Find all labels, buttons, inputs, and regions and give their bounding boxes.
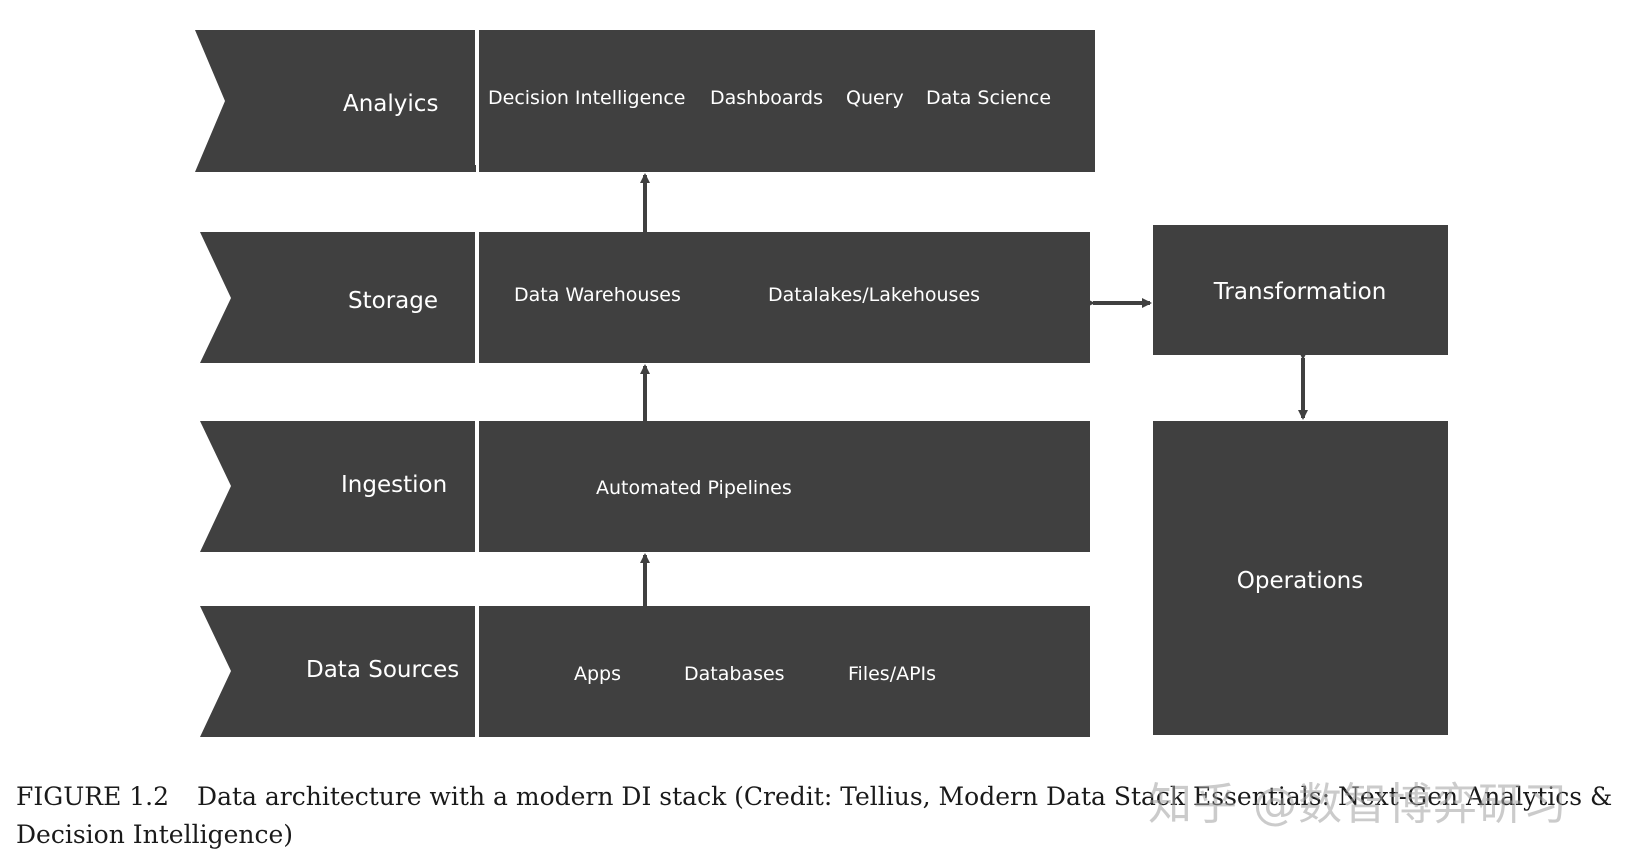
layer-ingestion-chevron — [200, 421, 476, 552]
layer-data-sources: Data Sources Apps Databases Files/APIs — [200, 606, 1090, 737]
figure-caption-text: Data architecture with a modern DI stack… — [16, 782, 1613, 849]
item-data-warehouses: Data Warehouses — [514, 284, 681, 306]
transformation-label: Transformation — [1213, 279, 1387, 305]
layer-storage: Storage Data Warehouses Datalakes/Lakeho… — [200, 232, 1090, 363]
layer-ingestion-box — [479, 421, 1090, 552]
item-automated-pipelines: Automated Pipelines — [596, 477, 792, 499]
item-files-apis: Files/APIs — [848, 663, 936, 685]
layer-ingestion-label: Ingestion — [341, 472, 447, 498]
item-dashboards: Dashboards — [710, 87, 823, 109]
layer-data-sources-divider — [475, 606, 479, 737]
operations-label: Operations — [1237, 568, 1363, 594]
item-decision-intelligence: Decision Intelligence — [488, 87, 685, 109]
figure-number: FIGURE 1.2 — [16, 782, 170, 811]
layer-data-sources-label: Data Sources — [306, 657, 459, 683]
layer-analytics-divider — [475, 30, 479, 165]
item-datalakes-lakehouses: Datalakes/Lakehouses — [768, 284, 980, 306]
layer-storage-label: Storage — [348, 288, 438, 314]
transformation-box-rect — [1153, 225, 1448, 355]
layer-storage-chevron — [200, 232, 476, 363]
item-databases: Databases — [684, 663, 785, 685]
layer-analytics-box — [479, 30, 1095, 172]
transformation-box: Transformation — [1153, 225, 1448, 355]
watermark: 知乎 @数智博弈研习 — [1148, 779, 1568, 830]
layer-storage-divider — [475, 232, 479, 363]
layer-data-sources-box — [479, 606, 1090, 737]
operations-box-rect — [1153, 421, 1448, 735]
layer-ingestion-divider — [475, 421, 479, 552]
layer-data-sources-chevron — [200, 606, 476, 737]
layer-analytics-label: Analyics — [343, 91, 438, 117]
layer-ingestion: Ingestion Automated Pipelines — [200, 421, 1090, 552]
layer-analytics-chevron — [195, 30, 476, 172]
item-query: Query — [846, 87, 904, 109]
item-apps: Apps — [574, 663, 621, 685]
architecture-diagram: Analyics Decision Intelligence Dashboard… — [195, 30, 1448, 737]
layer-analytics: Analyics Decision Intelligence Dashboard… — [195, 30, 1095, 172]
operations-box: Operations — [1153, 421, 1448, 735]
item-data-science: Data Science — [926, 87, 1051, 109]
layer-storage-box — [479, 232, 1090, 363]
